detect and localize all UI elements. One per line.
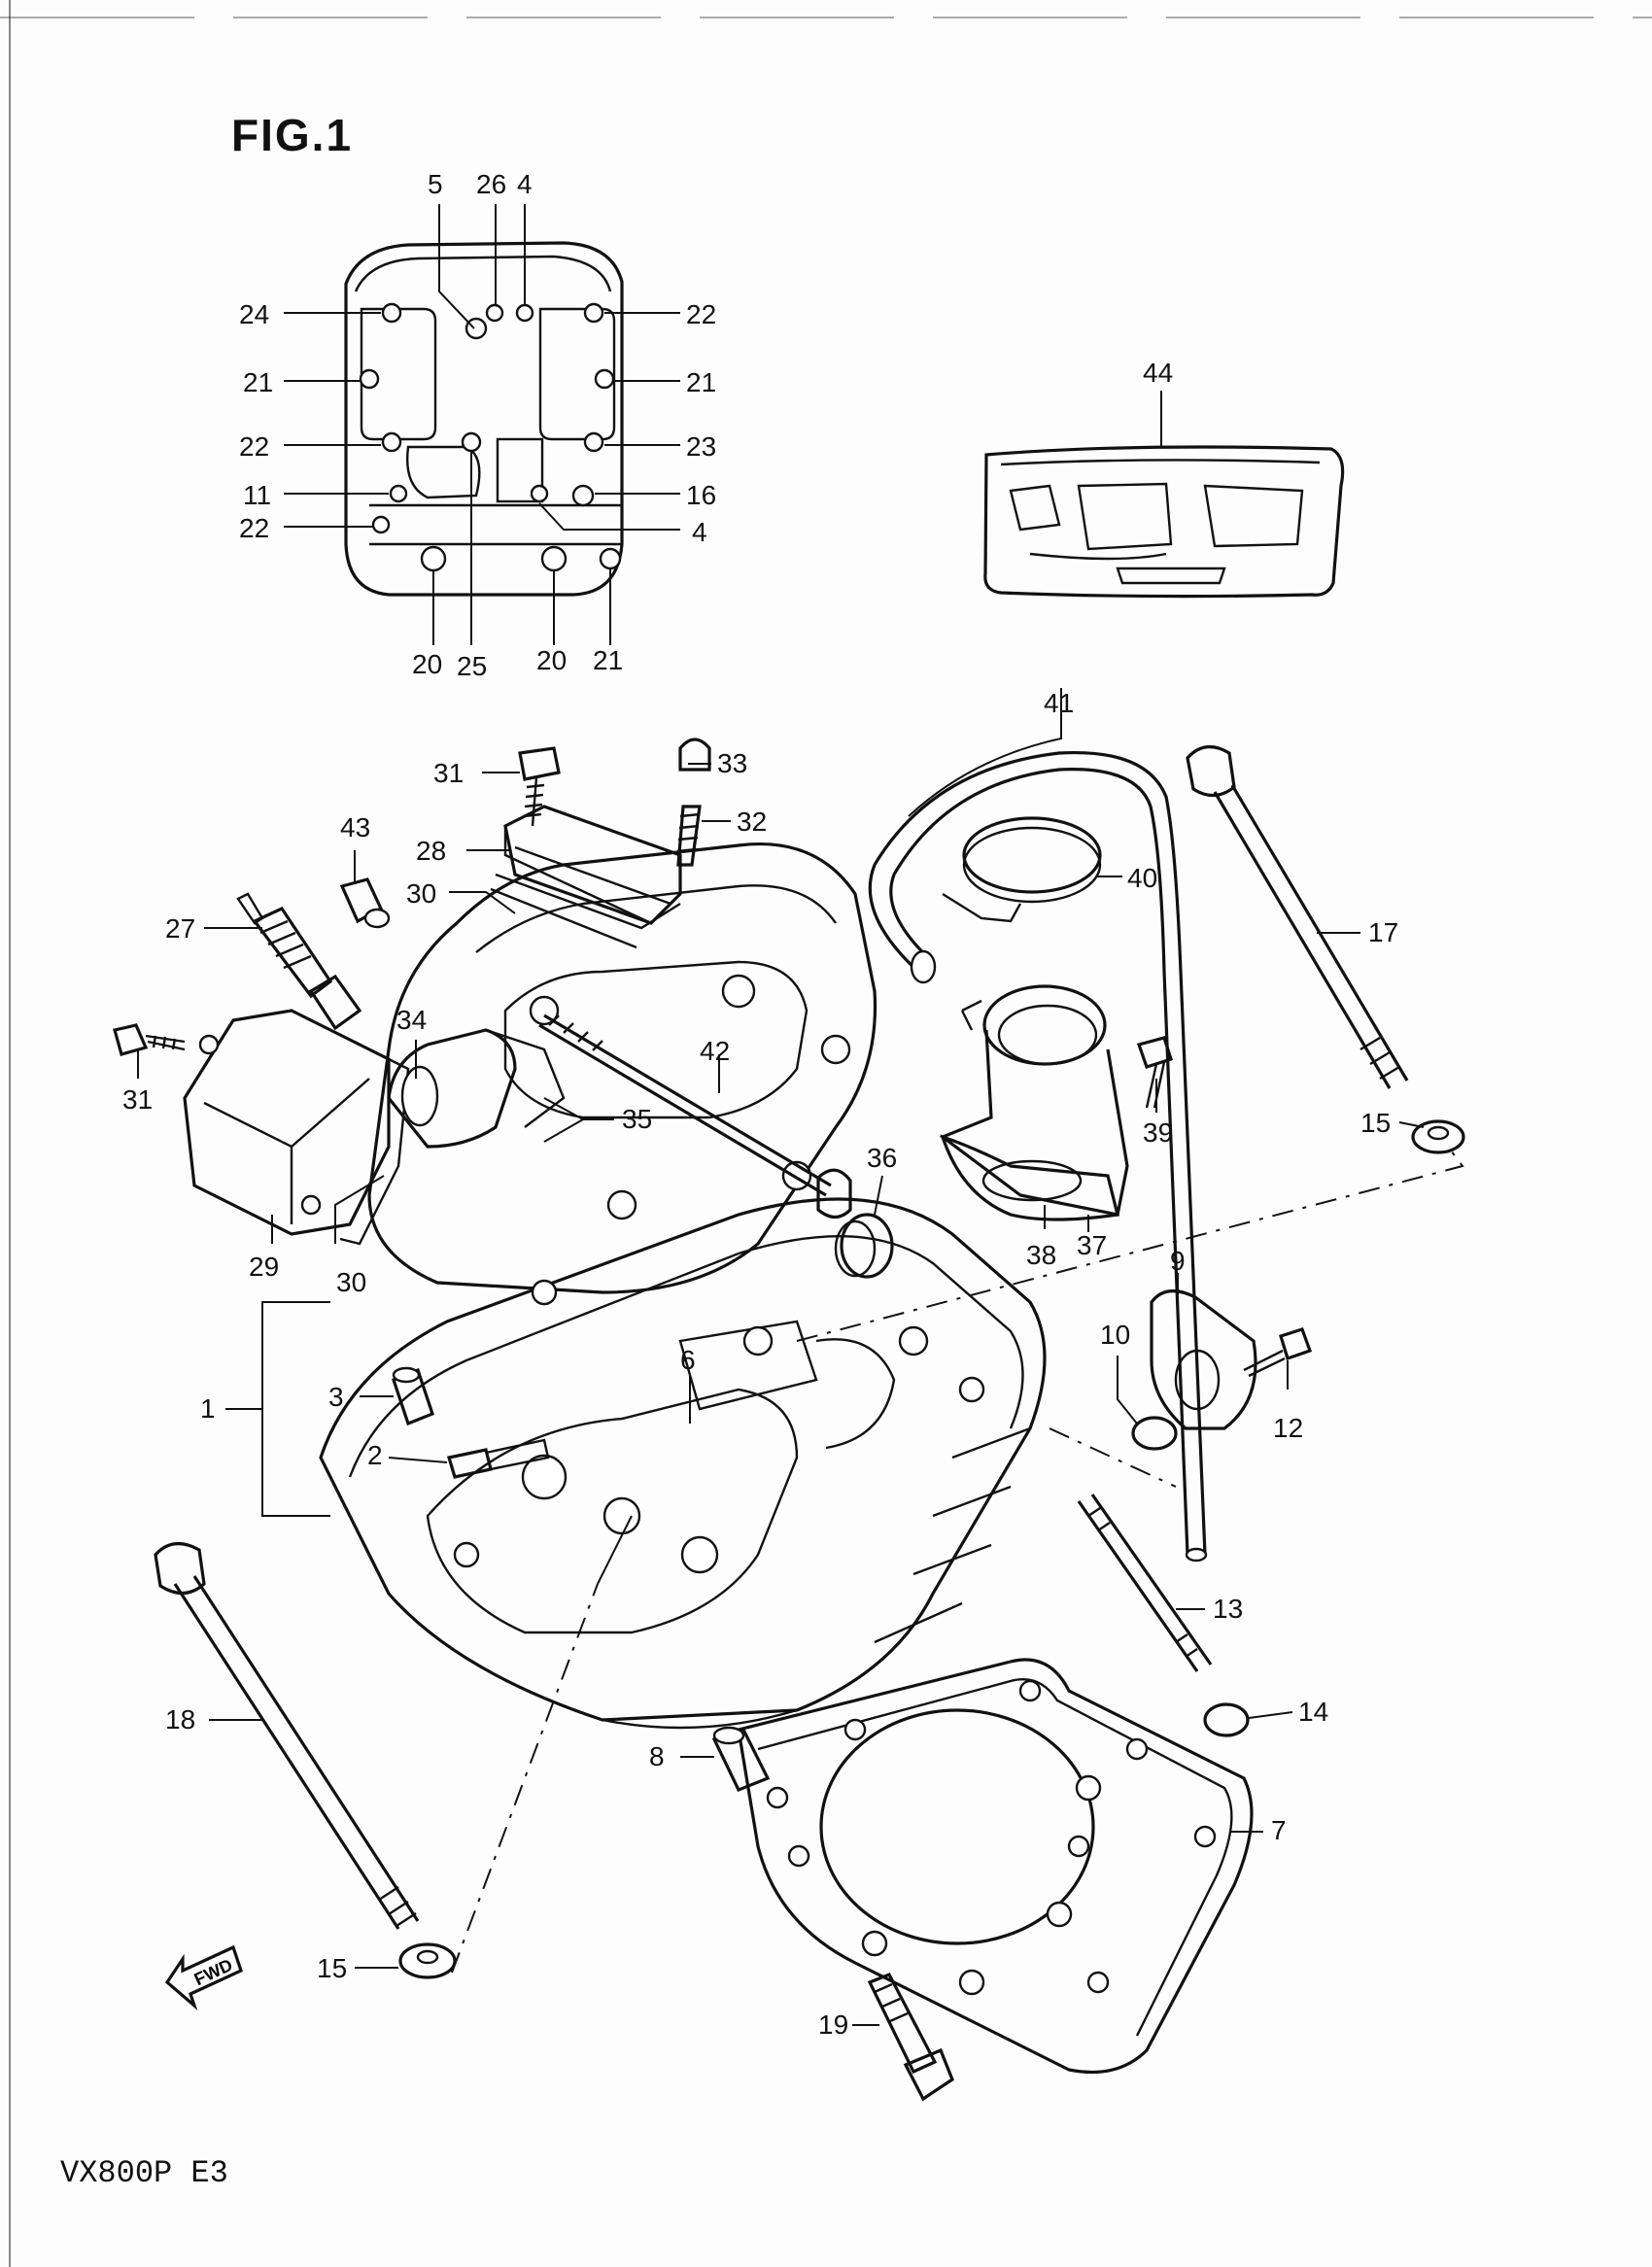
part-7-gasket bbox=[737, 1658, 1254, 2074]
callout-21: 21 bbox=[593, 645, 624, 675]
model-code: VX800P E3 bbox=[60, 2155, 228, 2191]
callout-3: 3 bbox=[328, 1382, 344, 1412]
callout-6: 6 bbox=[680, 1345, 696, 1375]
intake-assembly bbox=[939, 816, 1129, 1221]
part-39-screw bbox=[1136, 1036, 1174, 1109]
callout-35: 35 bbox=[622, 1104, 653, 1134]
figure-title: FIG.1 bbox=[231, 110, 354, 160]
part-19-bolt bbox=[867, 1972, 954, 2102]
callout-28: 28 bbox=[416, 836, 447, 866]
callout-40: 40 bbox=[1127, 863, 1158, 893]
callout-2: 2 bbox=[367, 1440, 383, 1470]
part-42-stud bbox=[538, 1013, 852, 1219]
callout-37: 37 bbox=[1077, 1230, 1108, 1260]
part-17-bolt bbox=[1186, 745, 1465, 1154]
callout-4: 4 bbox=[517, 169, 533, 199]
callout-22: 22 bbox=[686, 299, 717, 329]
callout-5: 5 bbox=[428, 169, 443, 199]
cylinder-head-assembly bbox=[319, 1197, 1047, 1730]
callout-11: 11 bbox=[243, 480, 272, 510]
callout-21: 21 bbox=[686, 367, 717, 397]
callout-15: 15 bbox=[317, 1953, 348, 1983]
callout-1: 1 bbox=[200, 1393, 216, 1424]
parts-2-3 bbox=[392, 1366, 550, 1479]
head-top-view bbox=[344, 241, 624, 597]
callout-23: 23 bbox=[686, 431, 717, 462]
fwd-arrow-icon: FWD bbox=[164, 1944, 243, 2010]
main-view-leaders bbox=[137, 688, 1425, 2026]
callout-26: 26 bbox=[476, 169, 507, 199]
callout-29: 29 bbox=[249, 1252, 280, 1282]
callout-22: 22 bbox=[239, 513, 270, 543]
callout-19: 19 bbox=[818, 2009, 849, 2040]
callout-34: 34 bbox=[396, 1005, 428, 1035]
callout-33: 33 bbox=[717, 748, 748, 778]
callout-9: 9 bbox=[1170, 1246, 1186, 1276]
part-13-stud bbox=[1077, 1494, 1250, 1737]
part-18-bolt bbox=[154, 1542, 457, 1979]
callout-30: 30 bbox=[406, 878, 437, 909]
callout-13: 13 bbox=[1213, 1594, 1244, 1624]
callout-41: 41 bbox=[1044, 688, 1075, 718]
callout-44: 44 bbox=[1143, 358, 1174, 388]
callout-10: 10 bbox=[1100, 1320, 1131, 1350]
callout-14: 14 bbox=[1298, 1697, 1329, 1727]
top-view-leaders bbox=[284, 204, 680, 645]
callout-7: 7 bbox=[1271, 1815, 1287, 1845]
callout-42: 42 bbox=[700, 1036, 731, 1066]
callout-31: 31 bbox=[122, 1084, 154, 1115]
callout-24: 24 bbox=[239, 299, 270, 329]
part-29-side-cover bbox=[183, 1009, 410, 1246]
part-36-plug bbox=[834, 1213, 894, 1279]
callout-17: 17 bbox=[1368, 917, 1399, 947]
callout-4: 4 bbox=[692, 517, 707, 547]
callout-21: 21 bbox=[243, 367, 274, 397]
callout-12: 12 bbox=[1273, 1413, 1304, 1443]
callout-31: 31 bbox=[433, 758, 465, 788]
callout-15: 15 bbox=[1360, 1108, 1392, 1138]
callout-27: 27 bbox=[165, 913, 196, 944]
callout-16: 16 bbox=[686, 480, 717, 510]
callout-36: 36 bbox=[867, 1143, 898, 1173]
callout-38: 38 bbox=[1026, 1240, 1057, 1270]
fasteners-top bbox=[113, 738, 711, 1056]
part-1-bracket bbox=[261, 1301, 330, 1517]
callout-22: 22 bbox=[239, 431, 270, 462]
callout-18: 18 bbox=[165, 1704, 196, 1735]
assembly-lines bbox=[451, 1146, 1464, 1974]
part-34-outlet bbox=[387, 1028, 566, 1149]
part-44-gasket bbox=[983, 391, 1345, 599]
callout-30: 30 bbox=[336, 1267, 367, 1297]
part-28-cover bbox=[490, 805, 682, 949]
part-8-dowel bbox=[711, 1726, 771, 1793]
callout-39: 39 bbox=[1143, 1117, 1174, 1148]
callout-32: 32 bbox=[737, 807, 768, 837]
upper-head-cover bbox=[367, 842, 878, 1306]
callout-20: 20 bbox=[536, 645, 568, 675]
callout-8: 8 bbox=[649, 1741, 665, 1771]
part-27-spark-plug bbox=[236, 892, 362, 1031]
part-41-hose bbox=[868, 750, 1208, 1563]
callout-43: 43 bbox=[340, 812, 371, 842]
callout-25: 25 bbox=[457, 651, 488, 681]
callout-20: 20 bbox=[412, 649, 443, 679]
